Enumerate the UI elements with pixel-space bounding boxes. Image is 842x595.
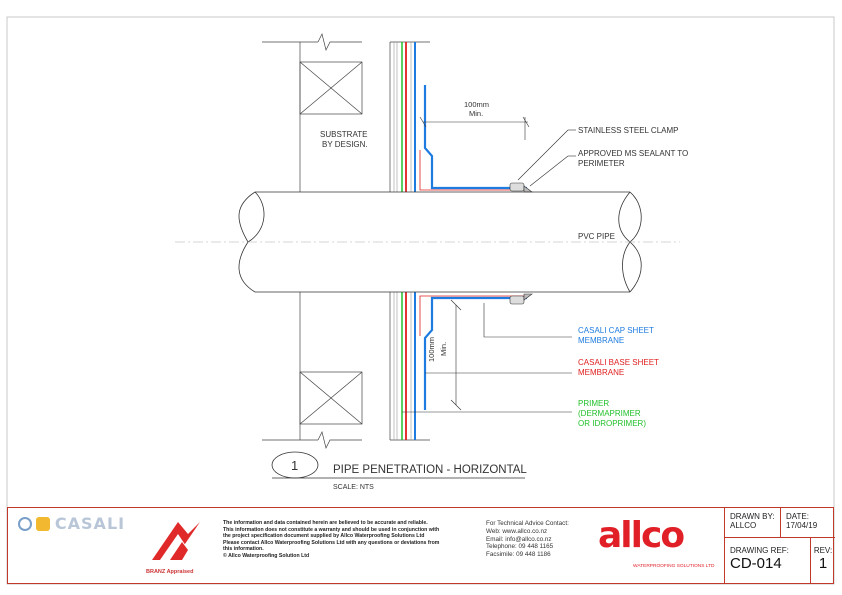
primer-label-1: PRIMER xyxy=(578,399,609,408)
dim-side-label-1: 100mm xyxy=(427,337,436,362)
date-value: 17/04/19 xyxy=(786,521,818,530)
disclaimer-line: this information. xyxy=(223,546,264,553)
substrate-label-2: BY DESIGN. xyxy=(322,140,368,149)
disclaimer-line: The information and data contained herei… xyxy=(223,520,428,526)
drawn-by-value: ALLCO xyxy=(730,521,757,530)
allco-tagline: WATERPROOFING SOLUTIONS LTD xyxy=(633,564,715,569)
drawing-ref-value: CD-014 xyxy=(730,555,782,572)
substrate-label-1: SUBSTRATE xyxy=(320,130,367,139)
sealant-label-1: APPROVED MS SEALANT TO xyxy=(578,149,688,158)
contact-line: Web: www.allco.co.nz xyxy=(486,527,548,535)
casali-swirl-icon xyxy=(18,516,32,531)
disclaimer: The information and data contained herei… xyxy=(223,520,473,560)
allco-logo: allco WATERPROOFING SOLUTIONS LTD xyxy=(596,512,721,578)
disclaimer-line: © Allco Waterproofing Solution Ltd xyxy=(223,552,310,559)
drawn-by-cell: DRAWN BY: ALLCO xyxy=(725,508,781,538)
sealant-label-2: PERIMETER xyxy=(578,159,625,168)
title-block: CASALI BRANZ Appraised The information a… xyxy=(7,507,835,584)
detail-number: 1 xyxy=(291,458,298,473)
dim-side-label-2: Min. xyxy=(439,342,448,356)
dimensions xyxy=(419,116,530,411)
drawing-ref-label: DRAWING REF: xyxy=(730,546,789,555)
info-grid: DRAWN BY: ALLCO DATE: 17/04/19 DRAWING R… xyxy=(724,508,835,583)
substrate-wall xyxy=(262,32,430,450)
rev-cell: REV: 1 xyxy=(811,538,835,583)
detail-title: 1 PIPE PENETRATION - HORIZONTAL SCALE: N… xyxy=(271,451,527,491)
detail-title-text: PIPE PENETRATION - HORIZONTAL xyxy=(333,464,527,476)
drawn-by-label: DRAWN BY: xyxy=(730,512,775,521)
contact-line: Facsimile: 09 448 1186 xyxy=(486,551,551,559)
cap-label-1: CASALI CAP SHEET xyxy=(578,326,654,335)
contact-info: For Technical Advice Contact: Web: www.a… xyxy=(486,520,596,559)
branz-logo: BRANZ Appraised xyxy=(140,518,210,578)
primer-label-3: OR IDROPRIMER) xyxy=(578,419,646,428)
clamp-sealant xyxy=(509,182,533,305)
date-cell: DATE: 17/04/19 xyxy=(781,508,835,538)
detail-scale: SCALE: NTS xyxy=(333,484,374,491)
drawing-ref-cell: DRAWING REF: CD-014 xyxy=(725,538,811,583)
allco-logo-text: allco xyxy=(598,515,685,556)
contact-line: Telephone: 09 448 1165 xyxy=(486,543,554,551)
pvc-pipe xyxy=(175,191,680,293)
contact-line: Email: info@allco.co.nz xyxy=(486,535,552,543)
branz-text: BRANZ Appraised xyxy=(146,569,194,575)
membrane-layers xyxy=(393,42,527,440)
cap-label-2: MEMBRANE xyxy=(578,336,624,345)
date-label: DATE: xyxy=(786,512,809,521)
primer-label-2: (DERMAPRIMER xyxy=(578,409,641,418)
dim-top-label-1: 100mm xyxy=(464,100,489,109)
rev-label: REV: xyxy=(813,546,833,555)
leader-lines xyxy=(402,129,576,413)
sheet-border xyxy=(6,16,835,585)
casali-mark-icon xyxy=(36,516,51,531)
dim-top-label-2: Min. xyxy=(469,109,483,118)
casali-logo-text: CASALI xyxy=(54,514,126,533)
base-label-1: CASALI BASE SHEET xyxy=(578,358,659,367)
pipe-label: PVC PIPE xyxy=(578,232,615,241)
disclaimer-line: Please contact Allco Waterproofing Solut… xyxy=(223,539,440,546)
casali-logo: CASALI xyxy=(18,514,138,533)
base-label-2: MEMBRANE xyxy=(578,368,624,377)
disclaimer-line: This information does not constitute a w… xyxy=(223,526,440,533)
disclaimer-line: the project specification document suppl… xyxy=(223,533,425,540)
rev-value: 1 xyxy=(818,555,828,572)
contact-line: For Technical Advice Contact: xyxy=(486,520,569,527)
clamp-label: STAINLESS STEEL CLAMP xyxy=(578,126,678,135)
branz-mark-icon xyxy=(152,522,200,560)
